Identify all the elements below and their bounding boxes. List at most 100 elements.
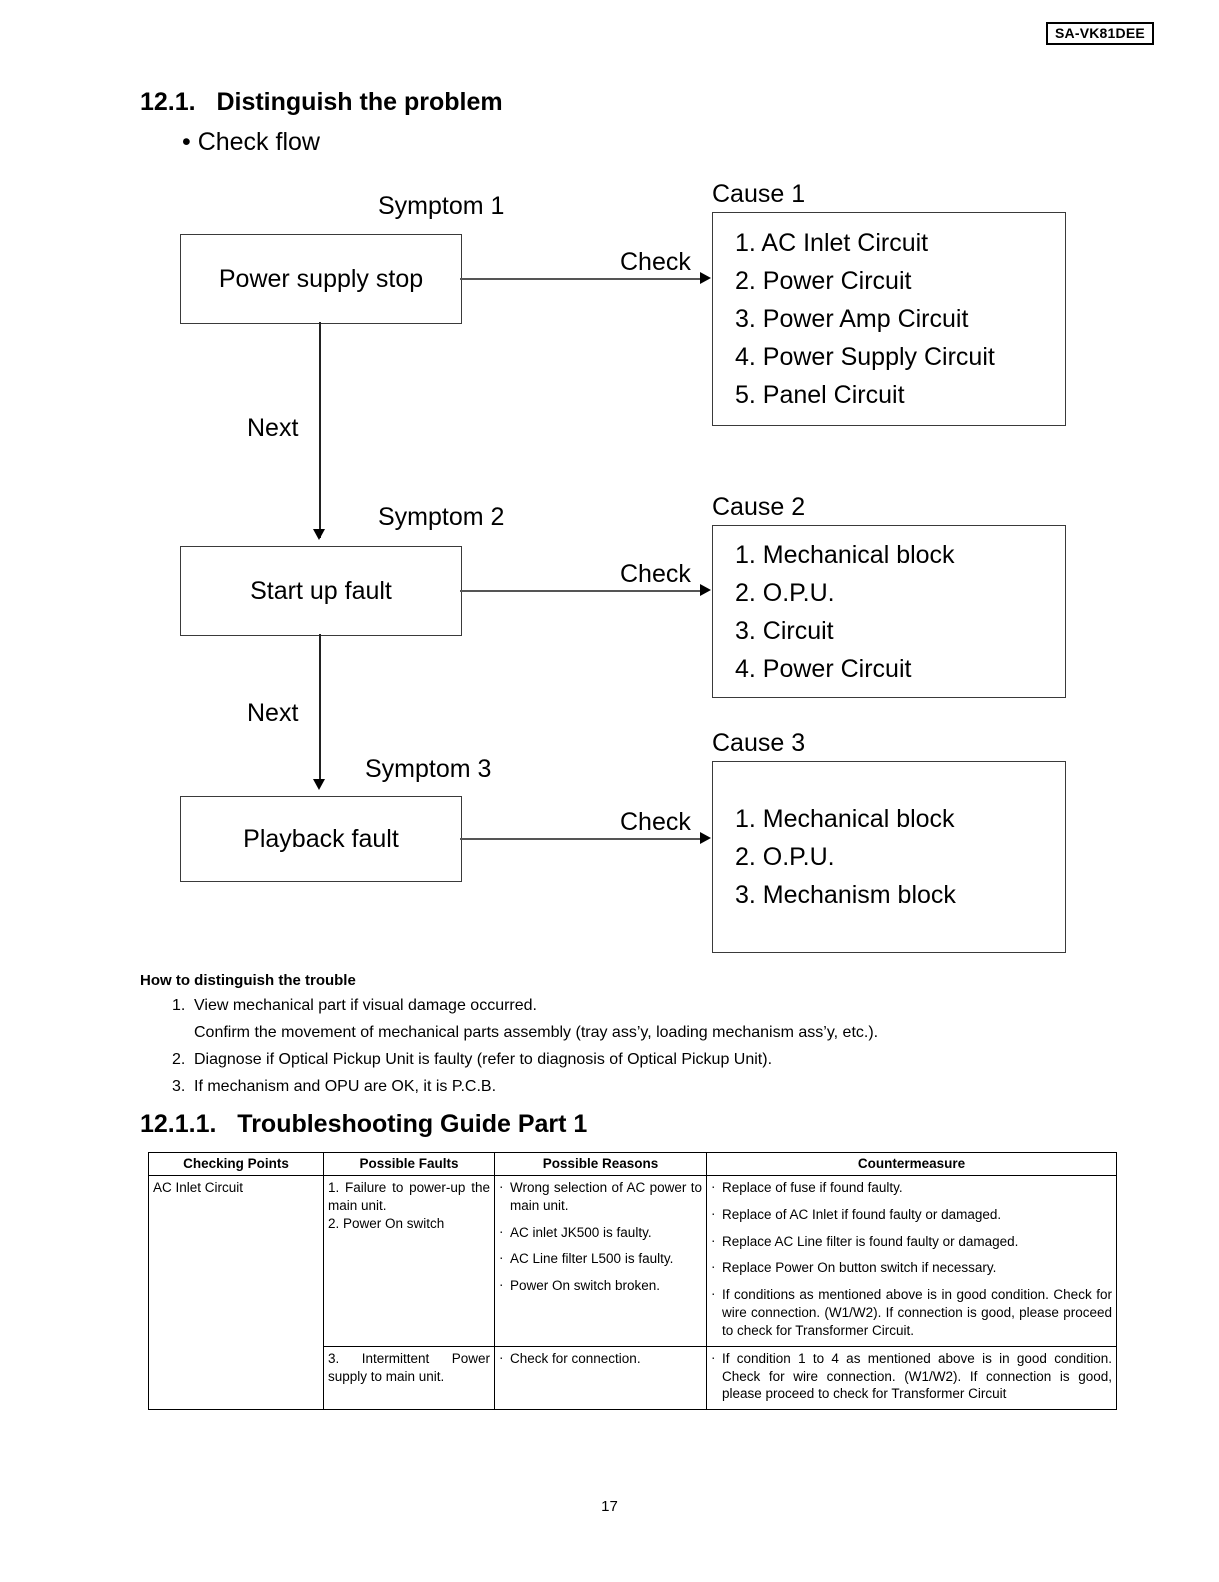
bullet-dot-icon: · [499,1277,504,1293]
cell-countermeasure: · If condition 1 to 4 as mentioned above … [706,1345,1117,1411]
bullet-dot-icon: · [499,1223,504,1239]
reason-text: AC inlet JK500 is faulty. [510,1224,652,1240]
countermeasure-item: ·Replace of fuse if found faulty. [711,1179,1112,1197]
cause-2-label: Cause 2 [712,493,806,521]
symptom-3-box: Playback fault [180,796,462,882]
cause-1-item: 1. AC Inlet Circuit [735,229,929,257]
next-label-1: Next [247,414,299,442]
symptom-2-box: Start up fault [180,546,462,636]
howto-item-text: View mechanical part if visual damage oc… [194,997,537,1014]
reason-list: · Wrong selection of AC power to main uni… [499,1179,702,1295]
countermeasure-text: If condition 1 to 4 as mentioned above i… [722,1350,1112,1402]
next-arrow-2-line [319,634,321,786]
table-header-possible-faults: Possible Faults [323,1152,495,1176]
symptom-3-label: Symptom 3 [365,755,492,783]
countermeasure-text: If conditions as mentioned above is in g… [722,1287,1112,1338]
cell-checking-point: AC Inlet Circuit [148,1174,324,1411]
cause-2-item: 3. Circuit [735,616,834,645]
cause-2-item: 2. O.P.U. [735,578,835,607]
howto-item-text: If mechanism and OPU are OK, it is P.C.B… [194,1078,497,1095]
howto-list: 1. View mechanical part if visual damage… [172,997,1032,1105]
countermeasure-item: · If condition 1 to 4 as mentioned above … [711,1350,1112,1403]
reason-text: Wrong selection of AC power to main unit… [510,1180,702,1213]
check-flow-diagram: Symptom 1 Power supply stop Check Cause … [180,180,1066,953]
howto-item-number: 1. [172,997,186,1014]
reason-item: · Power On switch broken. [499,1277,702,1295]
section-title: Troubleshooting Guide Part 1 [237,1110,588,1138]
symptom-1-label: Symptom 1 [378,192,505,220]
check-arrow-3-head [700,832,711,844]
howto-item: 2. Diagnose if Optical Pickup Unit is fa… [172,1051,1032,1069]
cell-possible-reasons: · Check for connection. [494,1345,707,1411]
countermeasure-item: · If conditions as mentioned above is in … [711,1286,1112,1339]
table-header-checking-points: Checking Points [148,1152,324,1176]
cause-2-box: 1. Mechanical block 2. O.P.U. 3. Circuit… [712,525,1066,698]
section-title: Distinguish the problem [216,88,503,116]
howto-item-number: 3. [172,1078,186,1095]
howto-item: 1. View mechanical part if visual damage… [172,997,1032,1015]
bullet-dot-icon: · [711,1349,716,1365]
countermeasure-text: Replace AC Line filter is found faulty o… [722,1233,1019,1249]
fault-line: 2. Power On switch [328,1215,445,1231]
section-heading-12-1-1: 12.1.1. Troubleshooting Guide Part 1 [140,1110,587,1139]
symptom-2-box-text: Start up fault [250,576,392,605]
section-number: 12.1.1. [140,1110,217,1138]
cell-possible-reasons: · Wrong selection of AC power to main uni… [494,1175,707,1347]
countermeasure-item: · Replace of AC Inlet if found faulty or … [711,1206,1112,1224]
cause-3-item: 3. Mechanism block [735,881,956,909]
bullet-dot-icon: · [499,1250,504,1266]
cause-3-item: 2. O.P.U. [735,843,835,871]
reason-text: Power On switch broken. [510,1278,661,1294]
symptom-2-label: Symptom 2 [378,503,505,531]
table-row: 3. Intermittent Power supply to main uni… [149,1345,1117,1411]
model-number-badge: SA-VK81DEE [1046,22,1154,45]
reason-text: Check for connection. [510,1350,641,1366]
countermeasure-text: Replace Power On button switch if necess… [722,1260,997,1276]
bullet-dot-icon: · [711,1286,716,1302]
table-header-row: Checking Points Possible Faults Possible… [148,1152,1117,1176]
check-label-1: Check [620,248,691,276]
cause-2-item: 4. Power Circuit [735,654,912,683]
table-row: AC Inlet Circuit 1. Failure to power-up … [148,1174,1117,1411]
countermeasure-text: Replace of fuse if found faulty. [722,1180,903,1195]
bullet-dot-icon: · [711,1232,716,1248]
page-number: 17 [601,1498,618,1515]
check-arrow-2-head [700,584,711,596]
reason-item: · Check for connection. [499,1350,702,1368]
fault-line: 3. Intermittent Power supply to main uni… [328,1350,490,1384]
symptom-1-box-text: Power supply stop [218,264,424,293]
check-label-2: Check [620,560,691,588]
section-heading-12-1: 12.1. Distinguish the problem [140,88,503,117]
howto-continuation: Confirm the movement of mechanical parts… [194,1024,879,1041]
cause-1-item: 2. Power Circuit [735,267,912,295]
cause-3-box: 1. Mechanical block 2. O.P.U. 3. Mechani… [712,761,1066,953]
fault-line: 1. Failure to power-up the main unit. [328,1180,490,1213]
section-number: 12.1. [140,88,196,116]
table-header-possible-reasons: Possible Reasons [494,1152,707,1176]
troubleshooting-table: Checking Points Possible Faults Possible… [148,1152,1117,1411]
reason-item: ·AC Line filter L500 is faulty. [499,1250,702,1268]
bullet-dot-icon: · [711,1259,716,1275]
countermeasure-item: · Replace AC Line filter is found faulty … [711,1233,1112,1251]
cell-possible-faults: 1. Failure to power-up the main unit. 2.… [323,1175,495,1347]
cause-1-item: 4. Power Supply Circuit [735,343,995,371]
cause-1-item: 5. Panel Circuit [735,381,905,409]
check-flow-bullet: • Check flow [182,128,320,156]
next-arrow-1-line [319,322,321,538]
check-arrow-3-line [460,838,702,840]
countermeasure-list: · If condition 1 to 4 as mentioned above … [711,1350,1112,1403]
cell-possible-faults: 3. Intermittent Power supply to main uni… [323,1345,495,1411]
howto-title: How to distinguish the trouble [140,972,356,989]
next-label-2: Next [247,699,299,727]
bullet-dot-icon: · [711,1205,716,1221]
cause-1-box: 1. AC Inlet Circuit 2. Power Circuit 3. … [712,212,1066,426]
cause-3-item: 1. Mechanical block [735,805,955,833]
howto-item: 3. If mechanism and OPU are OK, it is P.… [172,1078,1032,1096]
cause-2-item: 1. Mechanical block [735,540,955,569]
countermeasure-text: Replace of AC Inlet if found faulty or d… [722,1206,1002,1222]
cause-3-label: Cause 3 [712,729,806,757]
next-arrow-1-head [313,529,325,540]
countermeasure-list: ·Replace of fuse if found faulty. ·Repla… [711,1179,1112,1340]
cause-1-label: Cause 1 [712,180,806,208]
bullet-dot-icon: · [499,1349,504,1365]
